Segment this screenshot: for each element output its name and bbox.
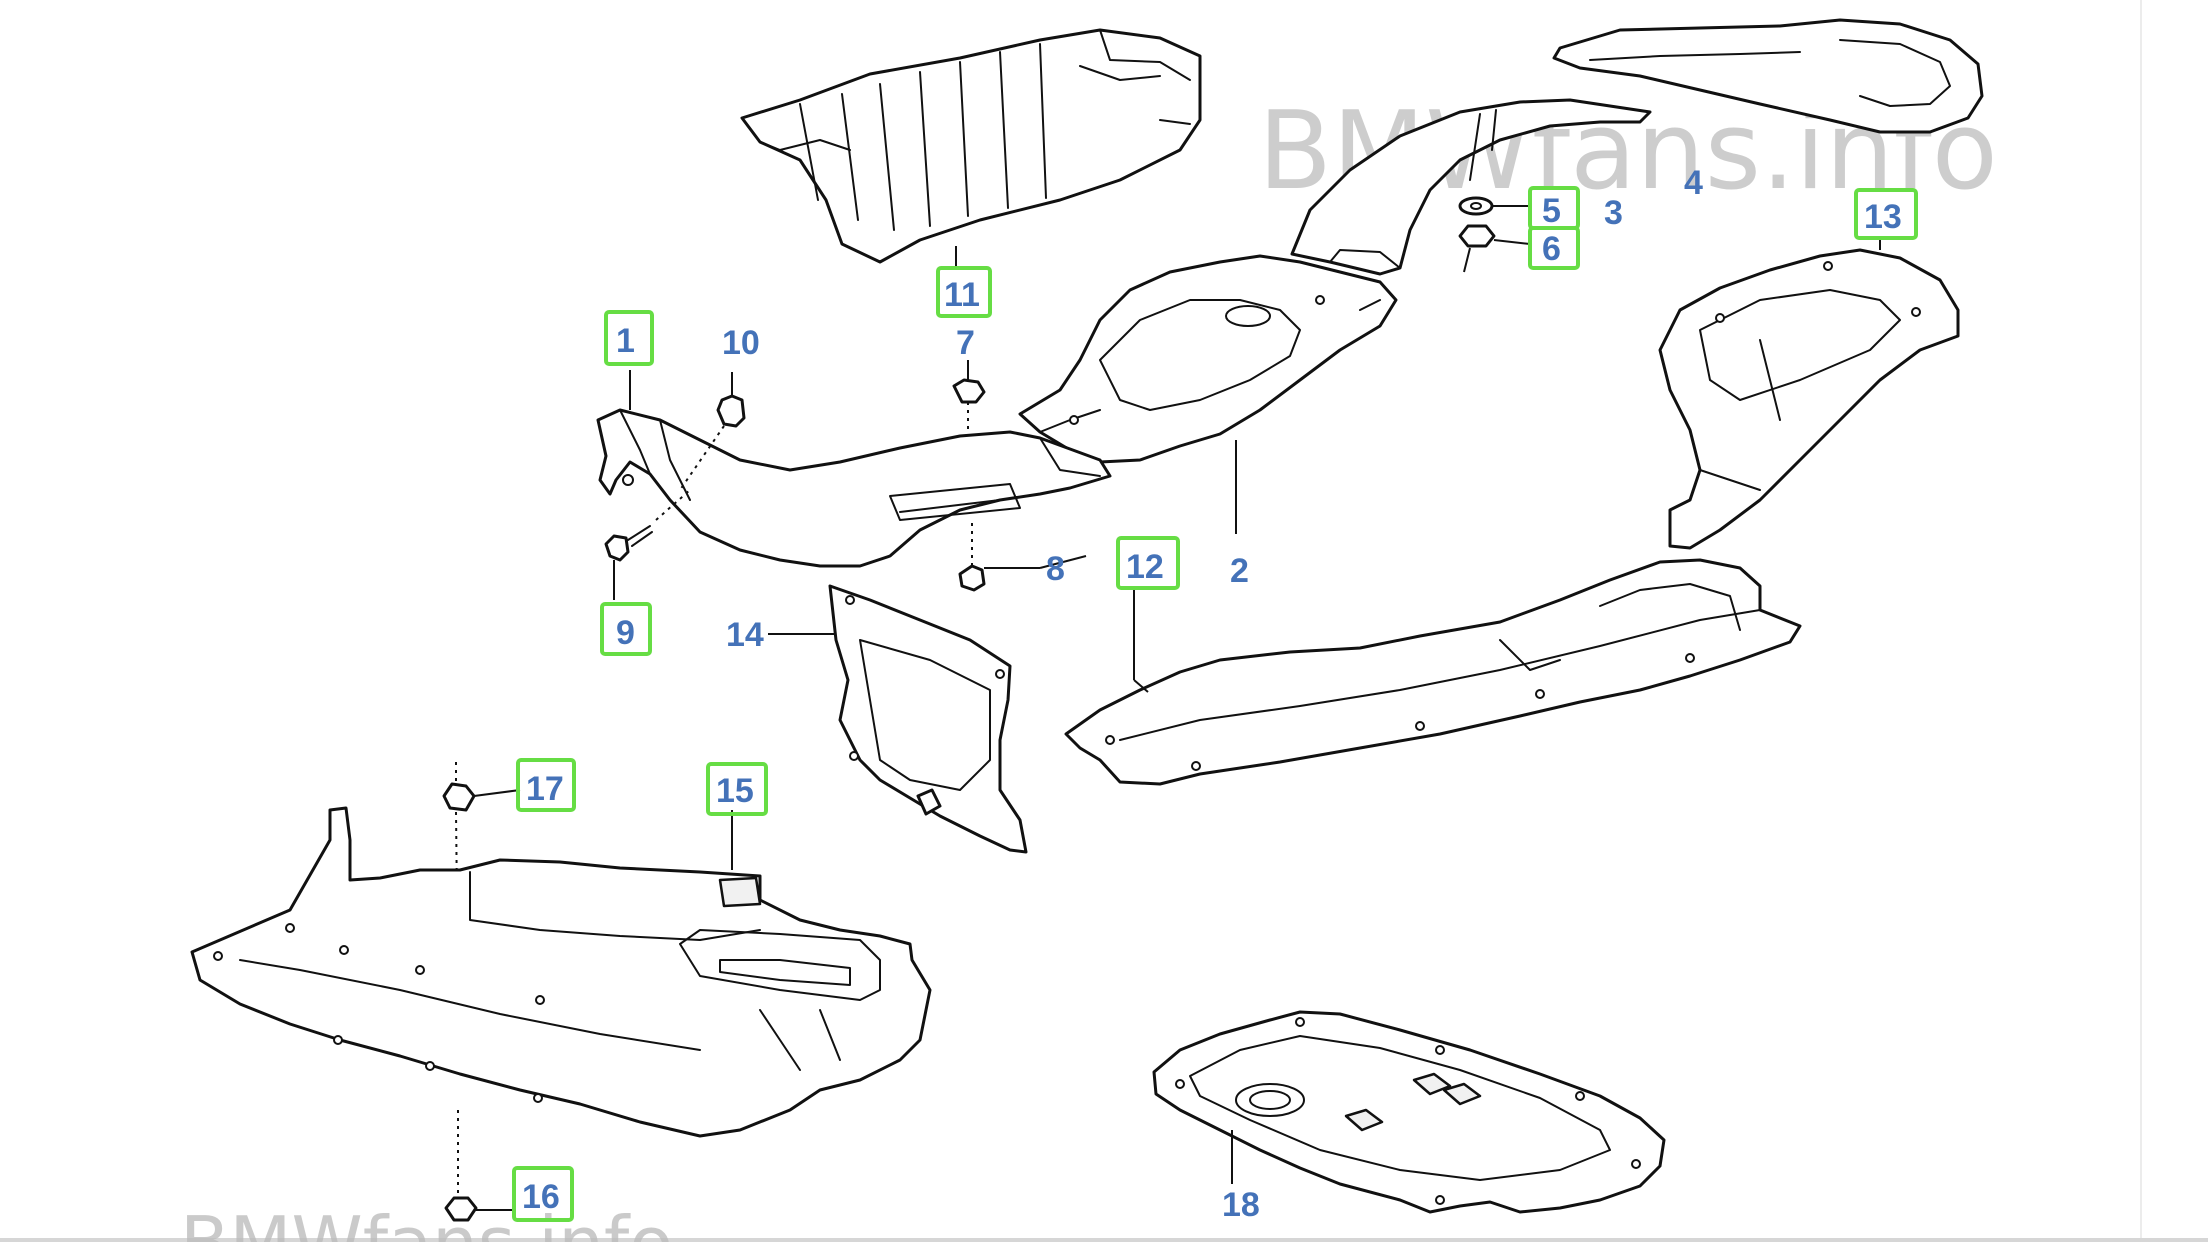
part-1-bracket [596, 370, 1112, 568]
callout-12: 12 [1126, 548, 1164, 586]
page-right-edge [2140, 0, 2142, 1242]
callout-14: 14 [726, 616, 764, 654]
callout-2: 2 [1230, 552, 1249, 590]
highlight-box-16 [512, 1166, 574, 1222]
part-10-grommet [679, 372, 746, 491]
part-5-washer [1458, 196, 1530, 216]
part-8-screw [958, 520, 1040, 592]
highlight-box-9 [600, 602, 652, 656]
highlight-box-13 [1854, 188, 1918, 240]
highlight-box-6 [1528, 226, 1580, 270]
part-11-heat-shield [740, 28, 1202, 268]
callout-8: 8 [1046, 550, 1065, 588]
highlight-box-11 [936, 266, 992, 318]
watermark-bottom: BMWfans.info [180, 1201, 673, 1242]
callout-3: 3 [1604, 194, 1623, 232]
callout-17: 17 [526, 770, 564, 808]
callout-16: 16 [522, 1178, 560, 1216]
part-16-bolt [444, 1110, 516, 1222]
callout-15: 15 [716, 772, 754, 810]
callout-7: 7 [956, 324, 975, 362]
part-12-underbody-panel [1064, 558, 1802, 786]
callout-11: 11 [944, 276, 980, 314]
part-18-rear-tray [1152, 1010, 1666, 1214]
highlight-box-15 [706, 762, 768, 816]
highlight-box-17 [516, 758, 576, 812]
part-4-cover [1552, 18, 1984, 134]
leader-8 [1039, 555, 1087, 569]
part-6-nut [1458, 224, 1531, 273]
part-9-bolt [604, 489, 691, 600]
part-17-nut [442, 762, 521, 991]
part-7-clip [952, 360, 986, 434]
part-15-front-guard [190, 806, 932, 1138]
page-bottom-edge [0, 1238, 2208, 1242]
callout-5: 5 [1542, 192, 1561, 230]
callout-10: 10 [722, 324, 760, 362]
callout-13: 13 [1864, 198, 1902, 236]
part-3-trim-bracket [1290, 98, 1652, 276]
part-13-side-panel [1658, 236, 1960, 550]
callout-4: 4 [1684, 164, 1703, 202]
callout-labels: 1 2 3 4 5 6 7 8 9 10 11 12 13 14 15 16 1… [522, 164, 1902, 1224]
callout-9: 9 [616, 614, 635, 652]
callout-6: 6 [1542, 230, 1561, 268]
part-14-panel [768, 584, 1028, 854]
callout-18: 18 [1222, 1186, 1260, 1224]
callout-1: 1 [616, 322, 635, 360]
part-2-tunnel-cover [1018, 254, 1398, 534]
highlight-boxes [512, 186, 1918, 1222]
highlight-box-1 [604, 310, 654, 366]
highlight-box-12 [1116, 536, 1180, 590]
